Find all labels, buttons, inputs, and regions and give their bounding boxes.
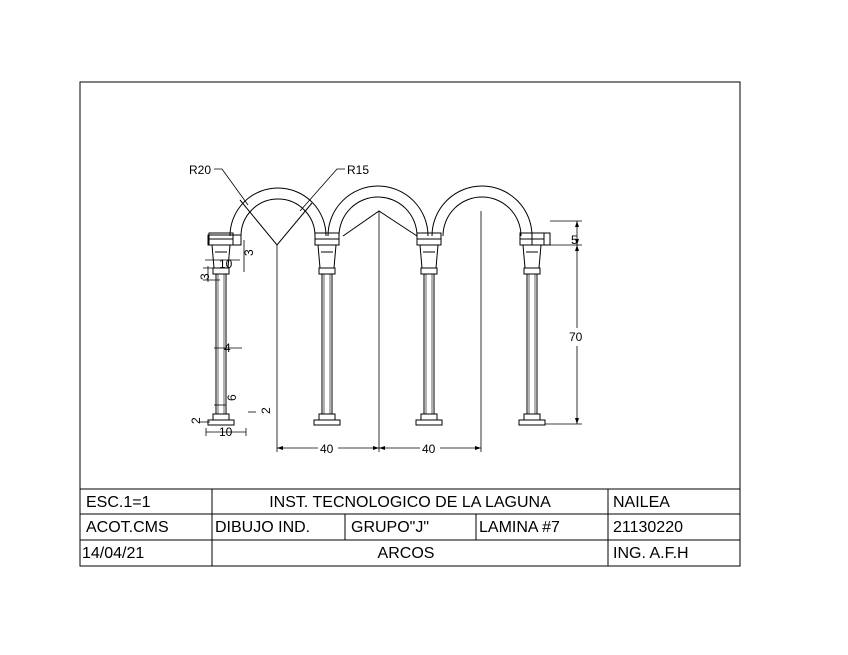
dim-base-neck: 6 <box>225 394 239 401</box>
drawing-border <box>79 81 741 567</box>
date-label: 14/04/21 <box>82 545 144 562</box>
institution-label: INST. TECNOLOGICO DE LA LAGUNA <box>269 494 551 511</box>
arcade-drawing <box>207 185 551 246</box>
dim-radius-inner: R15 <box>347 163 369 177</box>
instructor-label: ING. A.F.H <box>613 545 689 562</box>
dim-cap-height: 3 <box>242 249 256 256</box>
dim-base-height-right: 2 <box>259 407 273 414</box>
construction-v-2 <box>342 210 418 237</box>
student-name: NAILEA <box>613 494 670 511</box>
scale-label: ESC.1=1 <box>86 494 151 511</box>
column-4 <box>518 232 546 426</box>
drawing-title: ARCOS <box>378 545 435 562</box>
dim-entablature-height: 5 <box>571 233 578 247</box>
dim-span-1: 40 <box>320 442 334 456</box>
course-label: DIBUJO IND. <box>215 519 310 536</box>
dim-base-height-left: 2 <box>189 417 203 424</box>
arch-2-outer <box>327 185 429 237</box>
column-2 <box>313 232 341 426</box>
dim-shaft-width: 4 <box>224 341 231 355</box>
group-label: GRUPO"J" <box>351 519 429 536</box>
dim-span-2: 40 <box>422 442 436 456</box>
dim-base-width: 10 <box>219 425 233 439</box>
dimension-arrows <box>277 221 579 450</box>
student-id: 21130220 <box>613 519 683 536</box>
left-entablature <box>207 234 242 246</box>
units-label: ACOT.CMS <box>86 519 169 536</box>
sheet-number: LAMINA #7 <box>479 519 560 536</box>
leader-r15 <box>299 168 345 212</box>
dim-radius-outer: R20 <box>189 163 211 177</box>
arch-1-outer <box>229 187 327 237</box>
arch-2-inner <box>338 196 418 237</box>
dim-cap-width: 10 <box>219 257 233 271</box>
arch-1-inner <box>240 198 316 237</box>
column-3 <box>415 232 443 426</box>
arch-3-outer <box>431 185 533 237</box>
arch-3-inner <box>442 196 522 237</box>
leader-r20 <box>214 168 249 206</box>
dim-neck-height: 3 <box>198 273 212 280</box>
title-block <box>80 488 740 566</box>
dim-total-height: 70 <box>569 330 583 344</box>
